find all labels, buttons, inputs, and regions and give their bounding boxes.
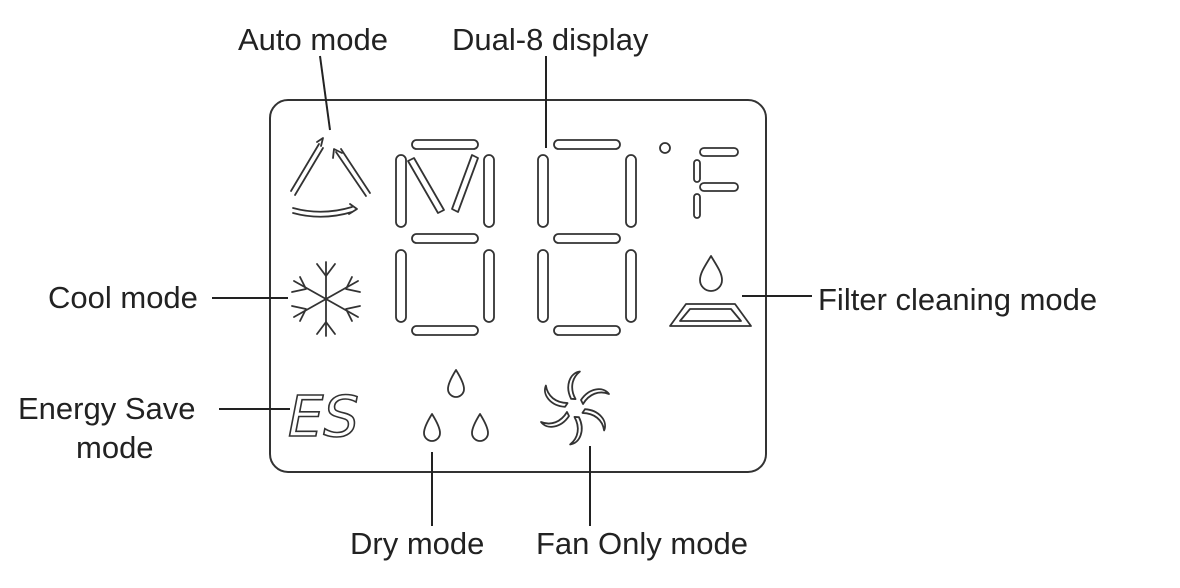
energy-save-icon: ES <box>288 385 359 450</box>
digit-1-segment-a <box>411 139 479 150</box>
digit-1-segment-f <box>395 154 407 228</box>
digit-2-segment-b <box>625 154 637 228</box>
cool-mode-label: Cool mode <box>48 280 198 315</box>
fahrenheit-letter <box>693 147 739 219</box>
fan-blade <box>567 370 581 400</box>
leader-lines <box>212 55 812 526</box>
digit-2-segment-g <box>553 233 621 244</box>
digit-2-segment-c <box>625 249 637 323</box>
digit-1-segment-e <box>395 249 407 323</box>
fan-blade <box>569 416 583 446</box>
energy-save-label-line1: Energy Save <box>18 391 196 426</box>
fan-blade <box>540 411 570 428</box>
filter-cleaning-icon <box>669 255 752 327</box>
dry-drops-icon <box>423 369 489 442</box>
fan-blade <box>544 384 569 408</box>
auto-mode-label: Auto mode <box>238 22 388 57</box>
digit-1-segment-b <box>483 154 495 228</box>
digit-1-diagonal-right <box>451 154 479 213</box>
degree-icon <box>659 142 671 154</box>
lcd-panel <box>269 99 767 473</box>
dual-8-display <box>395 139 637 336</box>
auto-mode-icon <box>290 137 371 218</box>
snowflake-icon <box>291 261 361 337</box>
dual8-display-label: Dual-8 display <box>452 22 649 57</box>
digit-1-segment-d <box>411 325 479 336</box>
digit-2-segment-e <box>537 249 549 323</box>
digit-2-segment-f <box>537 154 549 228</box>
digit-1-segment-c <box>483 249 495 323</box>
energy-save-label-line2: mode <box>76 430 154 465</box>
fan-blade <box>580 388 610 405</box>
filter-cleaning-mode-label: Filter cleaning mode <box>818 282 1097 317</box>
digit-1-diagonal-left <box>407 157 445 214</box>
digit-1-segment-g <box>411 233 479 244</box>
digit-2-segment-a <box>553 139 621 150</box>
fan-only-mode-label: Fan Only mode <box>536 526 748 561</box>
digit-2-segment-d <box>553 325 621 336</box>
fan-icon <box>540 370 610 446</box>
dry-mode-label: Dry mode <box>350 526 484 561</box>
fan-blade <box>581 408 606 432</box>
